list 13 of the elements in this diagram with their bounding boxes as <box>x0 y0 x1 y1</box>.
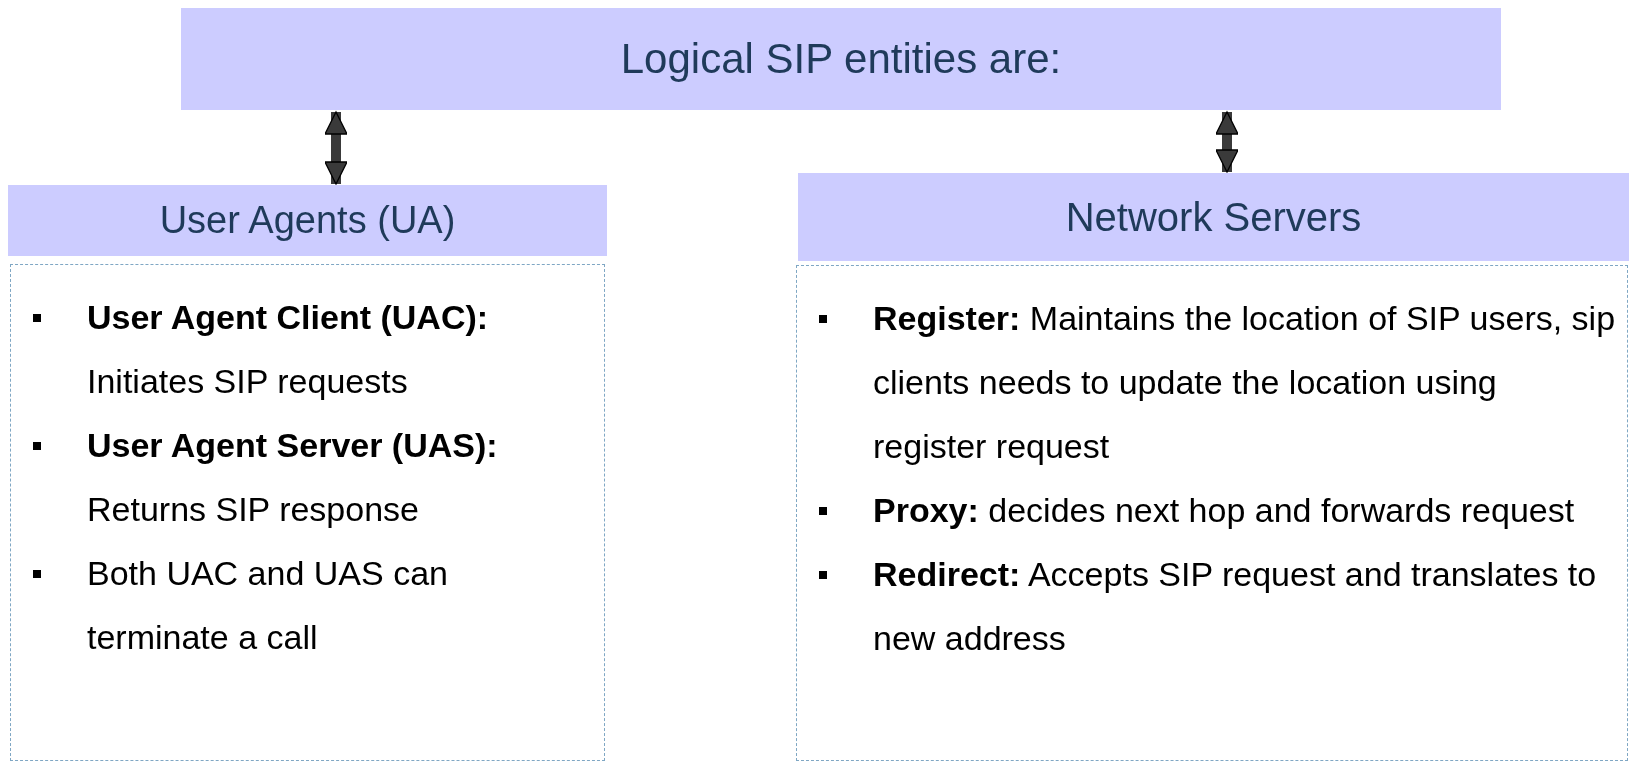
list-panel <box>796 265 1628 761</box>
bullet-text: User Agent Client (UAC): Initiates SIP requests <box>87 298 489 400</box>
header-text: User Agents (UA) <box>159 199 456 242</box>
title-banner <box>181 8 1501 110</box>
header-text: Logical SIP entities are: <box>620 35 1062 83</box>
list-panel <box>10 264 605 761</box>
bullet-text: Both UAC and UAS can terminate a call <box>87 554 448 656</box>
bullet-text: Proxy: decides next hop and forwards request <box>873 491 1575 529</box>
header-text: Network Servers <box>1065 194 1362 240</box>
bullet-text: User Agent Server (UAS): Returns SIP response <box>87 426 498 528</box>
bullet-text: Redirect: Accepts SIP request and translates to new address <box>873 555 1597 657</box>
category-header <box>798 173 1629 261</box>
category-header <box>8 185 607 256</box>
